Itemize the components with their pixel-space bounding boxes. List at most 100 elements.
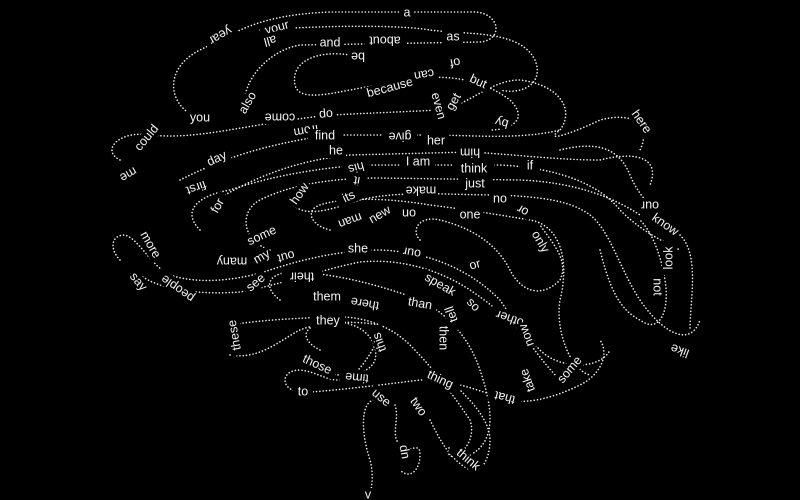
dotted-fold-line <box>191 164 681 251</box>
brain-word: first <box>184 178 208 198</box>
brain-word: there <box>350 294 381 313</box>
word-gap <box>128 117 166 159</box>
word-gap <box>308 129 342 143</box>
word-gap <box>520 159 540 173</box>
brain-word: and <box>320 35 341 49</box>
brain-word: to <box>298 384 308 398</box>
brain-word: if <box>527 158 534 172</box>
brain-word: our <box>402 244 422 261</box>
word-gap <box>418 364 462 396</box>
word-gap <box>326 144 346 158</box>
word-gap <box>456 145 484 159</box>
word-gap <box>310 290 344 304</box>
brain-word: like <box>669 341 691 361</box>
brain-word: one <box>460 207 481 221</box>
brain-word: out <box>275 248 296 266</box>
word-gap <box>404 391 432 423</box>
word-gap <box>463 255 487 275</box>
brain-word: some <box>245 223 279 249</box>
word-gap <box>443 53 467 71</box>
dotted-fold-line <box>229 315 473 457</box>
brain-word: them <box>313 289 341 303</box>
brain-word: time <box>345 370 370 386</box>
word-gap <box>490 112 514 132</box>
word-gap <box>295 349 339 381</box>
word-gap <box>215 254 249 268</box>
word-gap <box>426 87 450 125</box>
word-gap <box>447 441 489 479</box>
dotted-fold-line <box>111 79 645 161</box>
brain-word: its <box>340 187 357 205</box>
dotted-fold-line <box>229 321 381 357</box>
brain-word: our <box>641 199 659 213</box>
word-gap <box>636 198 664 212</box>
word-gap <box>409 64 439 84</box>
brain-word: me <box>117 164 139 185</box>
word-gap <box>255 29 285 51</box>
brain-word: because <box>365 74 414 100</box>
word-gap <box>456 208 484 222</box>
brain-word: even <box>428 91 449 121</box>
brain-word: look <box>661 246 675 270</box>
word-gap <box>224 313 246 357</box>
brain-word: find <box>315 128 335 142</box>
dotted-fold-line <box>599 219 668 326</box>
brain-word: he <box>329 143 343 157</box>
brain-word: speak <box>422 270 459 299</box>
word-gap <box>154 268 202 308</box>
word-gap <box>334 208 366 232</box>
brain-word: be <box>351 50 365 64</box>
word-gap <box>661 337 699 363</box>
brain-word: these <box>225 319 244 352</box>
word-gap <box>201 20 239 50</box>
word-gap <box>395 440 413 464</box>
brain-word: you <box>190 110 210 124</box>
dotted-fold-line <box>172 11 497 119</box>
word-gap <box>367 323 393 361</box>
brain-word: or <box>468 256 482 272</box>
brain-word: more <box>137 229 163 261</box>
dotted-fold-line <box>305 321 377 376</box>
brain-word: on <box>402 207 416 221</box>
brain-word: v <box>365 487 372 500</box>
word-gap <box>400 6 414 20</box>
word-gap <box>233 84 263 122</box>
word-gap <box>344 242 372 256</box>
word-gap <box>333 184 365 210</box>
word-gap <box>345 171 369 189</box>
dotted-fold-line <box>394 404 421 475</box>
word-gap <box>205 190 231 222</box>
brain-word: come <box>265 111 296 125</box>
word-gap <box>650 273 664 301</box>
brain-word: their <box>290 270 314 284</box>
word-gap <box>553 352 587 388</box>
brain-word: your <box>263 17 290 37</box>
word-gap <box>364 202 396 228</box>
word-gap <box>339 368 375 386</box>
brain-word: then <box>437 326 451 350</box>
word-gap <box>401 155 435 169</box>
word-gap <box>135 226 165 264</box>
brain-word: her <box>427 133 445 147</box>
word-gap <box>418 268 462 302</box>
word-gap <box>525 223 555 261</box>
brain-word: I am <box>406 154 430 168</box>
word-gap <box>422 134 450 148</box>
brain-word: many <box>216 255 247 269</box>
word-gap <box>249 245 275 269</box>
brain-word: all <box>262 32 278 49</box>
word-gap <box>647 209 683 241</box>
word-gap <box>383 129 417 143</box>
brain-word: of <box>448 55 461 71</box>
word-gap <box>361 74 419 102</box>
dotted-fold-line <box>415 218 564 292</box>
brain-word: take <box>517 367 538 394</box>
word-gap <box>397 242 427 262</box>
word-gap <box>402 294 438 314</box>
word-gap <box>201 146 233 172</box>
word-gap <box>361 488 375 500</box>
word-gap <box>366 383 396 413</box>
